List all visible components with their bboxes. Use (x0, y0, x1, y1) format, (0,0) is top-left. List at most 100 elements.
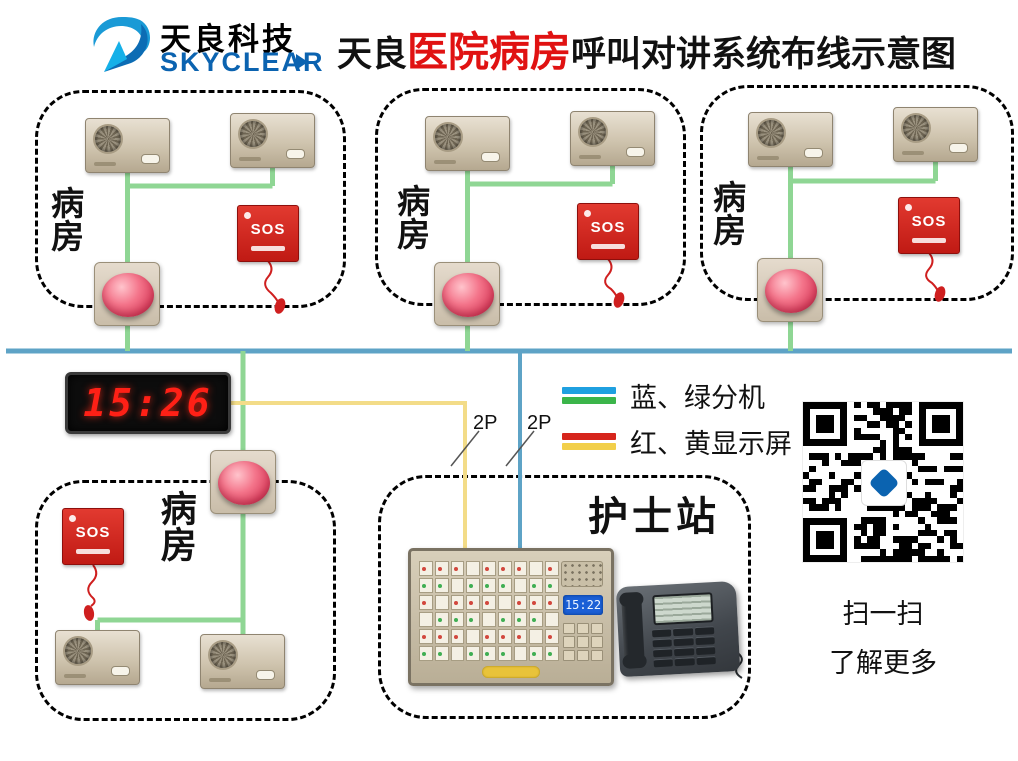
brand-name-en: SKYCLEAR (160, 47, 325, 77)
speaker-icon (903, 115, 929, 141)
intercom-unit (230, 113, 315, 168)
room-box-4 (35, 480, 336, 721)
legend-line-blue (562, 387, 616, 394)
intercom-label-bar (209, 678, 231, 682)
room-label-2: 病房 (391, 184, 428, 250)
speaker-icon (240, 121, 266, 147)
sos-subtext-bar (591, 244, 625, 249)
console-keypad (563, 623, 603, 661)
legend-swatches (562, 387, 616, 404)
call-button-icon (256, 670, 275, 680)
sos-indicator-dot (905, 204, 912, 211)
sos-call-box: SOS (577, 203, 639, 260)
nurse-station-label: 护士站 (588, 494, 720, 539)
pull-button-dome (765, 269, 817, 313)
intercom-unit (200, 634, 285, 689)
qr-finder-icon (803, 402, 847, 446)
intercom-label-bar (64, 674, 86, 678)
sos-subtext-bar (912, 238, 946, 243)
legend-row-extensions: 蓝、绿分机 (562, 376, 792, 415)
legend-line-yellow (562, 443, 616, 450)
led-wall-clock: 15:26 (65, 372, 231, 434)
title-suffix: 呼叫对讲系统布线示意图 (571, 35, 957, 74)
intercom-unit (893, 107, 978, 162)
qr-caption-line2: 了解更多 (829, 648, 937, 678)
qr-finder-icon (919, 402, 963, 446)
brand-name-cn: 天良科技 (160, 22, 296, 57)
nurse-console: 15:22 (408, 548, 614, 686)
speaker-icon (758, 120, 784, 146)
title-prefix: 天良 (337, 35, 408, 74)
qr-code-modules (803, 402, 963, 562)
sos-label: SOS (250, 221, 286, 238)
sos-call-box: SOS (237, 205, 299, 262)
clock-time: 15:26 (83, 381, 213, 425)
console-slot-grid (419, 561, 559, 661)
sos-call-box: SOS (898, 197, 960, 254)
page-title: 天良医院病房呼叫对讲系统布线示意图 (337, 18, 956, 78)
call-button-icon (481, 152, 500, 162)
emergency-pull-button (210, 450, 276, 514)
speaker-icon (95, 126, 121, 152)
speaker-icon (210, 642, 236, 668)
phone-handset-icon (621, 593, 645, 667)
sos-label: SOS (911, 213, 947, 230)
room-label-1: 病房 (45, 186, 82, 252)
room-box-1 (35, 90, 346, 308)
intercom-label-bar (757, 156, 779, 160)
qr-center-logo (861, 460, 907, 506)
sos-indicator-dot (244, 212, 251, 219)
legend-row-displays: 红、黄显示屏 (562, 422, 792, 461)
desk-phone (615, 580, 741, 678)
sos-indicator-dot (69, 515, 76, 522)
qr-code (802, 401, 964, 563)
title-highlight: 医院病房 (407, 29, 572, 75)
room-label-4: 病房 (155, 490, 196, 562)
qr-caption: 扫一扫 了解更多 (800, 592, 966, 690)
intercom-label-bar (434, 160, 456, 164)
call-button-icon (626, 147, 645, 157)
legend-line-green (562, 397, 616, 404)
sos-label: SOS (590, 219, 626, 236)
sos-subtext-bar (76, 549, 110, 554)
speaker-icon (435, 124, 461, 150)
intercom-unit (748, 112, 833, 167)
speaker-icon (580, 119, 606, 145)
pull-button-dome (442, 273, 494, 317)
legend-line-red (562, 433, 616, 440)
intercom-label-bar (94, 162, 116, 166)
legend-label-displays: 红、黄显示屏 (630, 429, 792, 459)
phone-keypad (651, 626, 716, 668)
sos-subtext-bar (251, 246, 285, 251)
room-box-3 (700, 85, 1014, 301)
console-brand-badge (482, 666, 540, 678)
intercom-label-bar (902, 151, 924, 155)
speaker-icon (65, 638, 91, 664)
qr-caption-line1: 扫一扫 (842, 599, 924, 629)
brand-mark-icon (296, 54, 308, 70)
pull-button-dome (102, 273, 154, 317)
legend-label-extensions: 蓝、绿分机 (630, 383, 765, 413)
sos-label: SOS (75, 524, 111, 541)
sos-call-box: SOS (62, 508, 124, 565)
pull-button-dome (218, 461, 270, 505)
console-lcd-display: 15:22 (563, 595, 603, 615)
intercom-label-bar (239, 157, 261, 161)
emergency-pull-button (434, 262, 500, 326)
call-button-icon (286, 149, 305, 159)
sos-indicator-dot (584, 210, 591, 217)
legend: 蓝、绿分机 红、黄显示屏 (562, 376, 792, 468)
room-box-2 (375, 88, 686, 306)
room-label-3: 病房 (707, 180, 744, 246)
intercom-unit (55, 630, 140, 685)
cable-label-left: 2P (473, 412, 498, 434)
intercom-label-bar (579, 155, 601, 159)
intercom-unit (570, 111, 655, 166)
call-button-icon (141, 154, 160, 164)
intercom-unit (425, 116, 510, 171)
cable-label-right: 2P (527, 412, 552, 434)
legend-swatches (562, 433, 616, 450)
emergency-pull-button (94, 262, 160, 326)
call-button-icon (804, 148, 823, 158)
